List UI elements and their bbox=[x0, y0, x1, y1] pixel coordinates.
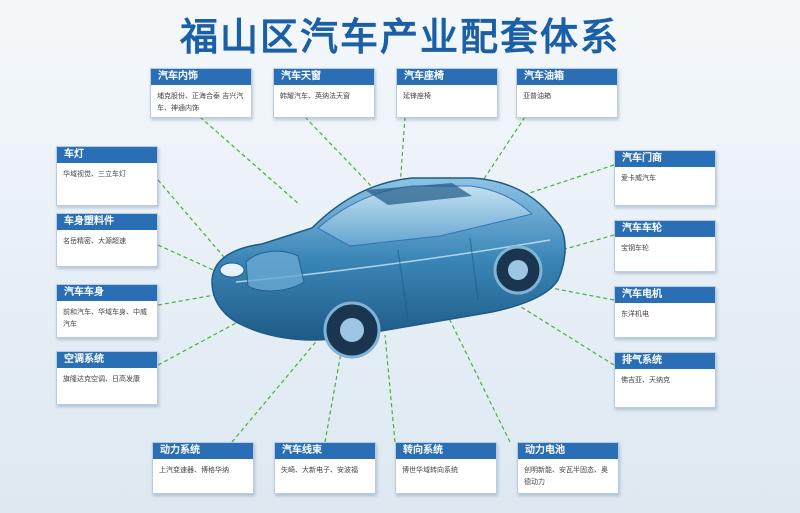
box-interior-label: 汽车内饰 bbox=[151, 69, 251, 85]
box-battery: 动力电池 创明新能、安瓦半固态、奥德动力 bbox=[517, 442, 619, 494]
box-seat: 汽车座椅 延锋座椅 bbox=[396, 68, 498, 118]
box-fuel-tank-items: 亚普油箱 bbox=[523, 92, 551, 100]
connector-ac bbox=[157, 301, 276, 366]
box-wiring: 汽车线束 矢崎、大新电子、安波福 bbox=[274, 442, 376, 494]
box-ac: 空调系统 旗隆达克空调、日高发康 bbox=[56, 351, 158, 405]
box-body-items: 前和汽车、华域车身、中威汽车 bbox=[63, 308, 147, 328]
connector-seat bbox=[397, 116, 406, 216]
connector-fuel-tank bbox=[469, 116, 526, 201]
connector-plastic-parts bbox=[157, 244, 241, 283]
box-motor-label: 汽车电机 bbox=[615, 287, 715, 303]
box-exhaust-items: 佛吉亚、天纳克 bbox=[621, 376, 670, 384]
box-battery-items: 创明新能、安瓦半固态、奥德动力 bbox=[524, 466, 608, 486]
box-powertrain: 动力系统 上汽变速器、博格华纳 bbox=[152, 442, 254, 494]
box-battery-label: 动力电池 bbox=[518, 443, 618, 459]
connector-sunroof bbox=[304, 116, 376, 191]
box-exhaust-label: 排气系统 bbox=[615, 353, 715, 369]
box-fuel-tank-label: 汽车油箱 bbox=[517, 69, 617, 85]
box-wiring-items: 矢崎、大新电子、安波福 bbox=[281, 466, 358, 474]
box-lamp: 车灯 华域视觉、三立车灯 bbox=[56, 146, 158, 206]
box-ac-label: 空调系统 bbox=[57, 352, 157, 368]
box-plastic-parts-items: 名岳精密、大源超速 bbox=[63, 237, 126, 245]
box-wheel-items: 宝钢车轮 bbox=[621, 244, 649, 252]
box-ac-items: 旗隆达克空调、日高发康 bbox=[63, 375, 140, 383]
connector-steering bbox=[384, 334, 396, 443]
box-wiring-label: 汽车线束 bbox=[275, 443, 375, 459]
box-interior: 汽车内饰 埔克股份、正海合泰 吉兴汽车、神通内饰 bbox=[150, 68, 252, 118]
box-sunroof-items: 韩耀汽车、英纳法天窗 bbox=[280, 92, 350, 100]
box-steering: 转向系统 博世华域转向系统 bbox=[395, 442, 497, 494]
box-powertrain-label: 动力系统 bbox=[153, 443, 253, 459]
car-sunroof bbox=[365, 183, 472, 205]
box-door-lock: 汽车门商 爱卡威汽车 bbox=[614, 150, 716, 206]
box-fuel-tank: 汽车油箱 亚普油箱 bbox=[516, 68, 618, 118]
box-body-label: 汽车车身 bbox=[57, 285, 157, 301]
box-lamp-label: 车灯 bbox=[57, 147, 157, 163]
box-door-lock-label: 汽车门商 bbox=[615, 151, 715, 167]
box-body: 汽车车身 前和汽车、华域车身、中威汽车 bbox=[56, 284, 158, 338]
box-door-lock-items: 爱卡威汽车 bbox=[621, 174, 656, 182]
box-plastic-parts: 车身塑料件 名岳精密、大源超速 bbox=[56, 213, 158, 267]
box-sunroof: 汽车天窗 韩耀汽车、英纳法天窗 bbox=[273, 68, 375, 118]
car-engine bbox=[245, 250, 305, 292]
box-steering-label: 转向系统 bbox=[396, 443, 496, 459]
box-powertrain-items: 上汽变速器、博格华纳 bbox=[159, 466, 229, 474]
box-wheel: 汽车车轮 宝钢车轮 bbox=[614, 220, 716, 272]
box-motor-items: 东洋机电 bbox=[621, 310, 649, 318]
box-wheel-label: 汽车车轮 bbox=[615, 221, 715, 237]
box-plastic-parts-label: 车身塑料件 bbox=[57, 214, 157, 230]
box-steering-items: 博世华域转向系统 bbox=[402, 466, 458, 474]
box-seat-label: 汽车座椅 bbox=[397, 69, 497, 85]
connector-powertrain bbox=[231, 324, 331, 443]
connector-wheel bbox=[519, 234, 615, 263]
connector-battery bbox=[439, 299, 511, 443]
box-sunroof-label: 汽车天窗 bbox=[274, 69, 374, 85]
connector-interior bbox=[199, 116, 301, 206]
box-lamp-items: 华域视觉、三立车灯 bbox=[63, 170, 126, 178]
box-exhaust: 排气系统 佛吉亚、天纳克 bbox=[614, 352, 716, 408]
box-seat-items: 延锋座椅 bbox=[403, 92, 431, 100]
car-headlight bbox=[219, 262, 245, 278]
page-title: 福山区汽车产业配套体系 bbox=[179, 15, 620, 59]
connector-lamp bbox=[157, 179, 236, 271]
car-illustration bbox=[211, 177, 566, 359]
box-interior-items: 埔克股份、正海合泰 吉兴汽车、神通内饰 bbox=[157, 92, 244, 112]
car-windows bbox=[317, 185, 534, 247]
box-motor: 汽车电机 东洋机电 bbox=[614, 286, 716, 338]
connector-exhaust bbox=[509, 299, 615, 366]
